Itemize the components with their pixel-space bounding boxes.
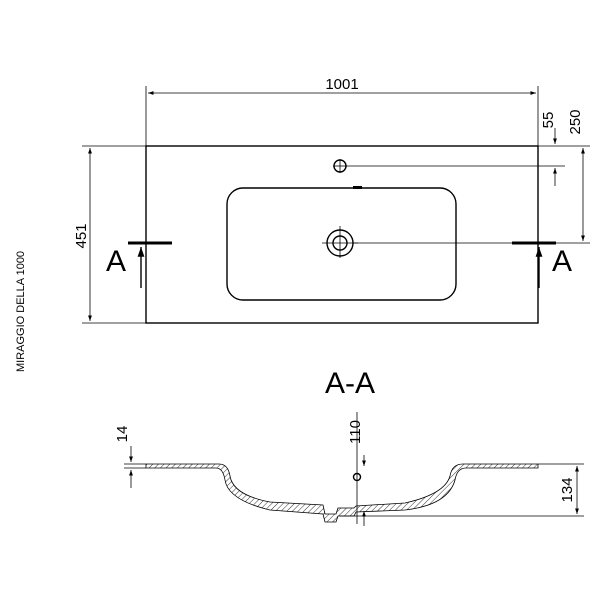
drain-offset-dimension: 250 [567, 109, 584, 134]
basin-outline [226, 187, 457, 301]
rim-thickness-dimension: 14 [114, 426, 131, 443]
top-view: A A 1001 451 55 250 [73, 76, 590, 324]
overflow-height-dimension: 110 [347, 420, 364, 444]
section-profile [145, 463, 539, 523]
section-marker-right: A [552, 245, 572, 278]
countertop-outline [145, 145, 539, 324]
depth-dimension: 451 [73, 223, 90, 248]
section-view: 14 110 134 [114, 412, 584, 526]
product-side-label: MIRAGGIO DELLA 1000 [15, 251, 27, 372]
overflow-slot [353, 186, 362, 189]
section-marker-left: A [106, 245, 126, 278]
section-title: A-A [325, 367, 375, 400]
total-height-dimension: 134 [559, 477, 576, 502]
tap-hole-offset-dimension: 55 [540, 112, 557, 129]
width-dimension: 1001 [325, 76, 358, 93]
